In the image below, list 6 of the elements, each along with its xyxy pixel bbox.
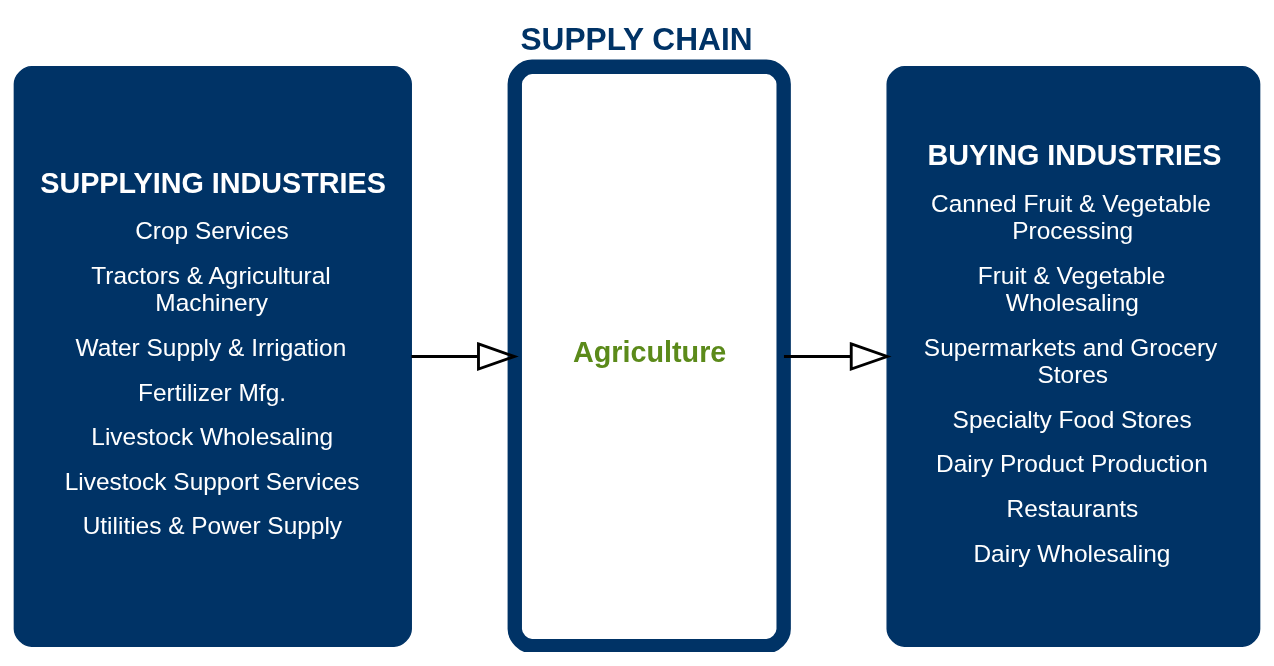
node-box: BUYING INDUSTRIES Canned Fruit & Vegetable Processing Fruit & Vegetable Wholesaling Supermarkets and Grocery Stores Specialty Food Stores Dairy Product Production Restaurants Dairy Wholesaling	[886, 65, 1261, 647]
node-box: SUPPLYING INDUSTRIES Crop Services Tractors & Agricultural Machinery Water Supply & Irrigation Fertilizer Mfg. Livestock Wholesaling Livestock Support Services Utilities & Power Supply	[13, 65, 412, 647]
diagram-title: SUPPLY CHAIN	[520, 20, 753, 57]
arrow	[783, 341, 892, 371]
arrow	[411, 341, 519, 371]
node-box: Agriculture	[507, 59, 791, 652]
